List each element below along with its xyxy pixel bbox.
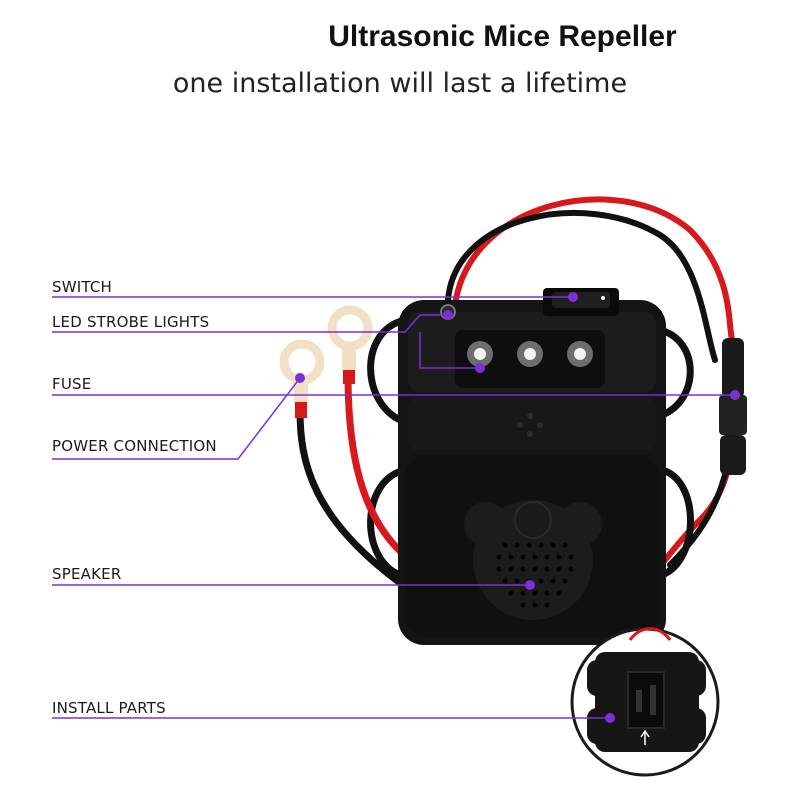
callout-lines	[52, 296, 735, 719]
page-subtitle: one installation will last a lifetime	[172, 68, 628, 99]
label-switch: SWITCH	[52, 278, 113, 296]
ring-terminals-icon	[279, 305, 373, 418]
label-speaker: SPEAKER	[52, 565, 122, 583]
device-body	[398, 300, 666, 645]
vent-icon	[517, 413, 543, 437]
switch-icon	[543, 288, 619, 316]
callout-dots	[295, 292, 740, 723]
label-install-parts: INSTALL PARTS	[52, 699, 166, 717]
label-power-connection: POWER CONNECTION	[52, 437, 217, 455]
page-title: Ultrasonic Mice Repeller	[328, 20, 677, 53]
label-led-strobe-lights: LED STROBE LIGHTS	[52, 313, 210, 331]
install-parts-inset	[570, 627, 720, 777]
speaker-icon	[464, 500, 602, 620]
label-fuse: FUSE	[52, 375, 92, 393]
led-strobe-icon	[440, 304, 593, 367]
fuse-icon	[719, 338, 747, 475]
